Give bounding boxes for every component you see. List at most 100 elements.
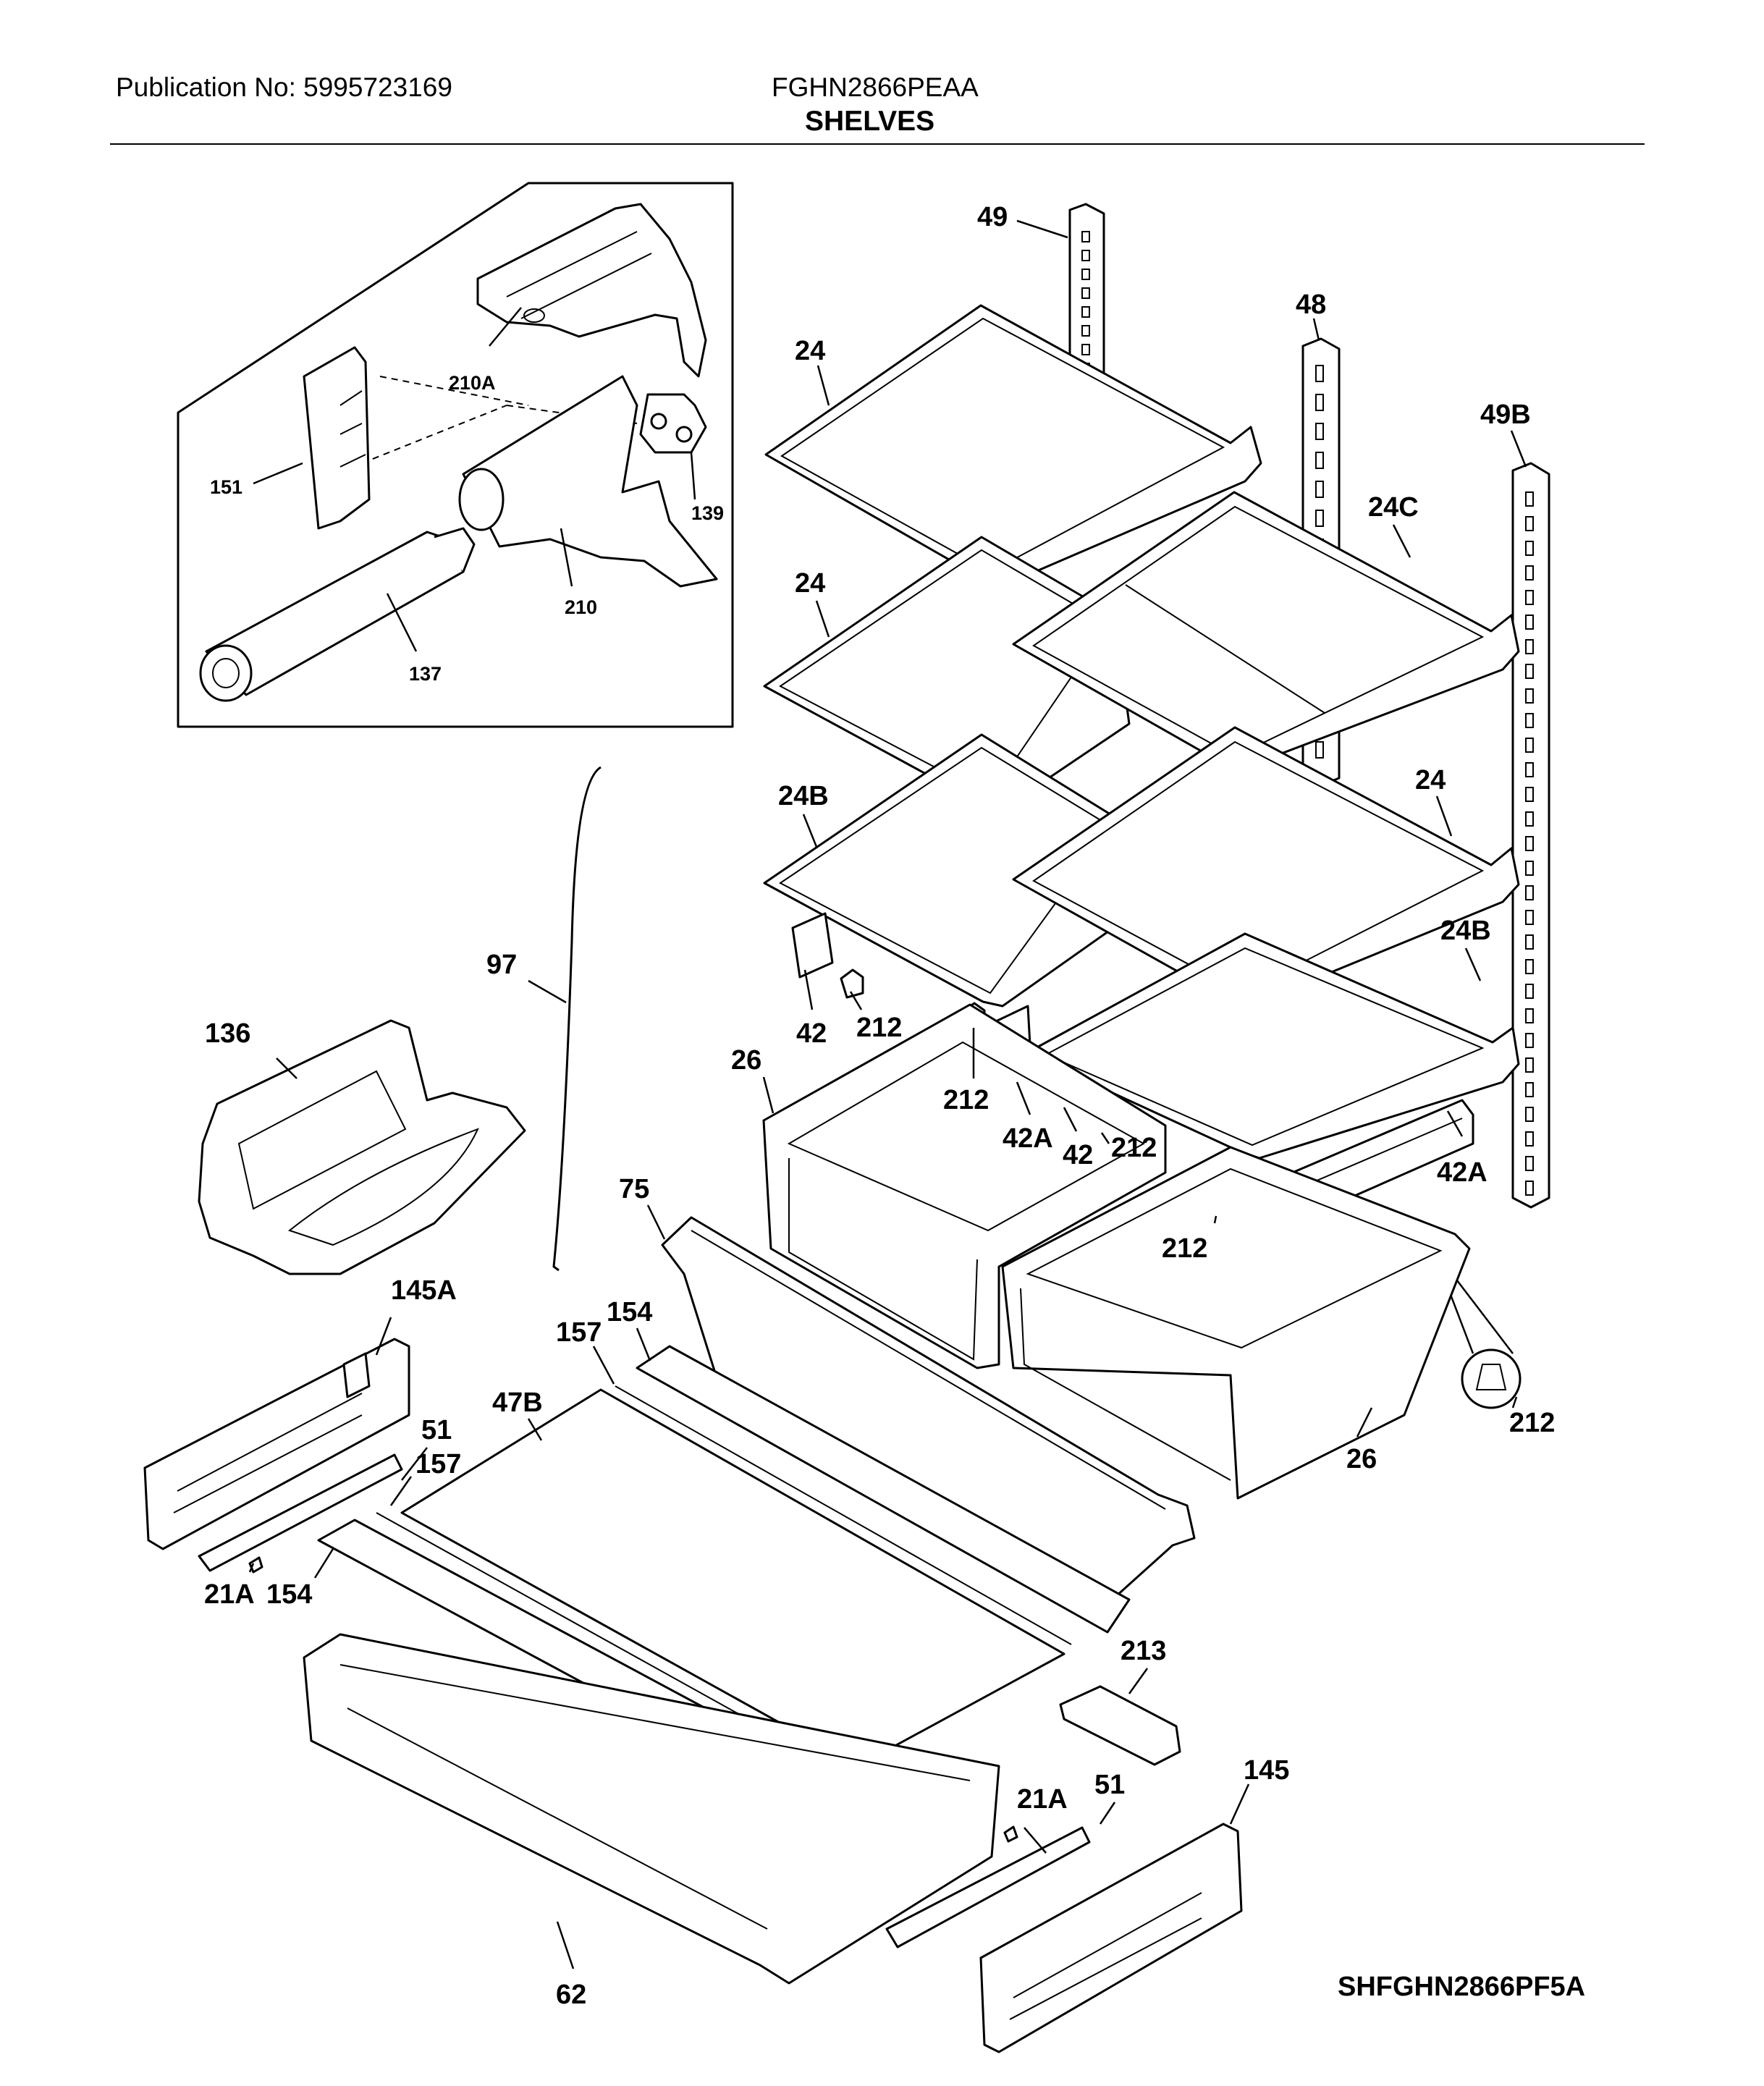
- diagram-code: SHFGHN2866PF5A: [1338, 1972, 1586, 2002]
- part-97-gasket: [552, 766, 602, 1272]
- ladder-slot: [1525, 1131, 1534, 1147]
- ladder-slot: [1315, 741, 1324, 759]
- callout-62: 62: [556, 1980, 586, 2010]
- callout-75: 75: [619, 1174, 649, 1204]
- part-210A-filter-housing-cover: [476, 203, 707, 378]
- ladder-slot: [1525, 565, 1534, 580]
- part-212-clip-a: [840, 968, 864, 999]
- callout-leaders: [248, 219, 1527, 1969]
- publication-number: Publication No: 5995723169: [116, 72, 452, 102]
- callout-212-b: 212: [943, 1085, 989, 1115]
- part-26-crisper-left: [762, 1003, 1167, 1369]
- filter-inset: 210A 151 139 210 137: [177, 182, 734, 728]
- callout-154-lower: 154: [266, 1579, 312, 1610]
- part-213-clip: [1059, 1685, 1181, 1766]
- ladder-slot: [1525, 934, 1534, 950]
- ladder-slot: [1081, 269, 1090, 280]
- callout-154-upper: 154: [607, 1297, 652, 1327]
- ladder-slot: [1525, 1082, 1534, 1097]
- callout-212-d: 212: [1162, 1233, 1207, 1264]
- ladder-slot: [1525, 688, 1534, 704]
- ladder-slot: [1525, 836, 1534, 851]
- part-154-trim-upper: [636, 1345, 1131, 1634]
- callout-26-right: 26: [1346, 1444, 1377, 1474]
- part-51-slide-right: [885, 1826, 1091, 1948]
- ladder-slot: [1525, 910, 1534, 925]
- ladder-slot: [1525, 1057, 1534, 1073]
- ladder-slot: [1525, 861, 1534, 876]
- callout-139: 139: [691, 502, 724, 524]
- callout-145: 145: [1244, 1755, 1289, 1786]
- ladder-slot: [1525, 959, 1534, 974]
- callout-49: 49: [977, 202, 1008, 232]
- part-47B-glass-shelf: [400, 1388, 1065, 1768]
- ladder-slot: [1315, 394, 1324, 411]
- ladder-slot: [1525, 811, 1534, 827]
- ladder-slot: [1081, 250, 1090, 261]
- glass-shelves: [763, 304, 1520, 1160]
- crisper-drawers: [762, 1003, 1471, 1500]
- ladder-slot: [1525, 713, 1534, 728]
- part-151-filter-cover: [303, 346, 371, 530]
- callout-212-a: 212: [856, 1013, 902, 1043]
- callout-24-top: 24: [795, 336, 825, 366]
- ladder-slot: [1081, 325, 1090, 337]
- part-49B-shelf-ladder: [1511, 462, 1550, 1209]
- ladder-slot: [1315, 365, 1324, 382]
- callout-212-c: 212: [1111, 1133, 1157, 1163]
- callout-42A-right: 42A: [1437, 1157, 1487, 1188]
- ladder-slot: [1315, 452, 1324, 469]
- part-75-crisper-cover: [661, 1216, 1196, 1612]
- callout-21A-left: 21A: [204, 1579, 255, 1610]
- ladder-slot: [1525, 664, 1534, 679]
- ladder-slot: [1525, 516, 1534, 531]
- callout-97: 97: [486, 950, 517, 980]
- ladder-slot: [1525, 1033, 1534, 1048]
- callout-137: 137: [409, 663, 442, 685]
- ladder-slot: [1525, 1008, 1534, 1023]
- callout-145A: 145A: [391, 1275, 457, 1306]
- callout-42A-left: 42A: [1003, 1123, 1053, 1154]
- ladder-slot: [1525, 762, 1534, 777]
- part-145-drawer-front-right: [979, 1823, 1243, 2053]
- ladder-slot: [1081, 287, 1090, 299]
- part-26-crisper-right: [1001, 1146, 1471, 1500]
- ladder-slot: [1315, 423, 1324, 440]
- callout-210A: 210A: [449, 372, 496, 394]
- callout-212-e: 212: [1509, 1408, 1555, 1438]
- callout-24-right: 24: [1415, 765, 1446, 795]
- callout-48: 48: [1296, 290, 1326, 320]
- ladder-slot: [1525, 1156, 1534, 1171]
- callout-21A-right: 21A: [1017, 1784, 1068, 1815]
- part-212-clip-detail: [1461, 1348, 1522, 1409]
- callout-157-upper: 157: [556, 1317, 602, 1348]
- part-136-dispenser-tray: [198, 1019, 526, 1275]
- model-number: FGHN2866PEAA: [772, 72, 979, 102]
- part-139-water-valve: [639, 393, 707, 454]
- ladder-slot: [1315, 510, 1324, 527]
- ladder-slot: [1081, 344, 1090, 355]
- callout-210: 210: [565, 596, 597, 618]
- ladder-slot: [1525, 885, 1534, 900]
- ladder-slot: [1525, 1181, 1534, 1196]
- ladder-slot: [1081, 231, 1090, 242]
- part-21A-screw-left: [248, 1556, 263, 1574]
- part-62-freezer-basket: [303, 1633, 1000, 1985]
- callout-42-right: 42: [1063, 1140, 1093, 1170]
- callout-157-lower: 157: [415, 1449, 461, 1479]
- part-157-seal-upper: [615, 1385, 1072, 1645]
- callout-26-left: 26: [731, 1045, 761, 1076]
- ladder-slot: [1525, 491, 1534, 507]
- callout-labels: 49 48 49B 24 24 24C 24B 24 24B 42 212 21…: [204, 202, 1555, 2010]
- ladder-slot: [1525, 1107, 1534, 1122]
- ladder-slot: [1525, 738, 1534, 753]
- callout-47B: 47B: [492, 1388, 543, 1418]
- ladder-slot: [1525, 590, 1534, 605]
- ladder-slot: [1525, 984, 1534, 999]
- callout-136: 136: [205, 1018, 250, 1049]
- ladder-slot: [1525, 639, 1534, 654]
- part-42-bracket-left: [791, 912, 834, 979]
- ladder-slot: [1081, 306, 1090, 318]
- ladder-slot: [1315, 481, 1324, 498]
- callout-51-right: 51: [1094, 1770, 1125, 1800]
